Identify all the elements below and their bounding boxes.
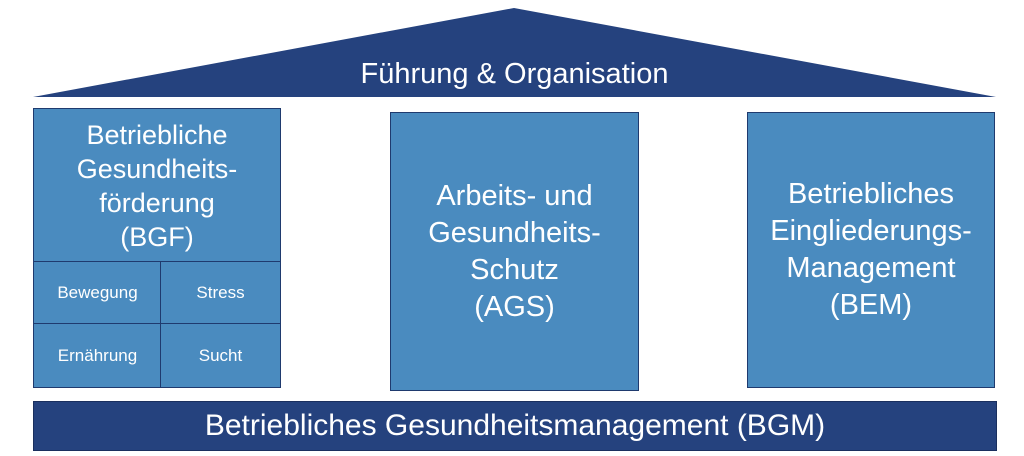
bgf-line: Betriebliche (86, 119, 228, 150)
roof-label: Führung & Organisation (360, 58, 669, 90)
bgf-sub-bewegung: Bewegung (33, 261, 162, 325)
roof-shape (33, 8, 996, 97)
bgf-line: förderung (99, 187, 215, 218)
bgf-line: Gesundheits- (76, 153, 238, 184)
bem-line: Eingliederungs- (770, 215, 972, 247)
foundation-bar: Betriebliches Gesundheitsmanagement (BGM… (33, 401, 997, 451)
bgf-line: (BGF) (120, 221, 194, 252)
bgf-sub-ernaehrung: Ernährung (33, 323, 162, 388)
bem-line: Management (786, 252, 956, 284)
bem-line: Betriebliches (787, 178, 954, 210)
bem-line: (BEM) (829, 289, 913, 321)
ags-line: Arbeits- und (436, 179, 593, 212)
ags-line: Gesundheits- (428, 216, 601, 249)
bgf-sub-stress: Stress (160, 261, 281, 325)
ags-line: Schutz (470, 253, 559, 286)
ags-line: (AGS) (474, 290, 555, 323)
bgf-sub-sucht: Sucht (160, 323, 281, 388)
